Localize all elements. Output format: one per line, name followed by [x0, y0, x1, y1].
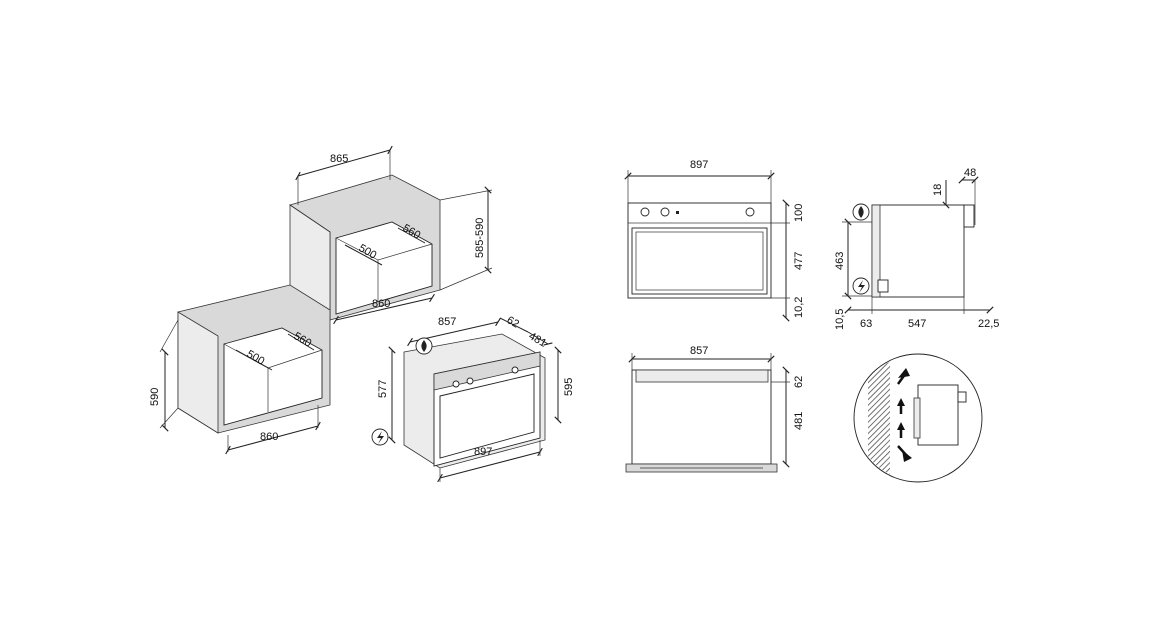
dim-front-width: 897 [690, 159, 708, 171]
dim-side-top-b: 48 [964, 167, 976, 179]
dim-front-panel: 100 [793, 204, 805, 222]
dim-tall-inner-width: 860 [372, 298, 390, 310]
base-cabinet [159, 284, 331, 455]
dim-oven-width: 857 [438, 316, 456, 328]
dim-side-body: 547 [908, 318, 926, 330]
gas-flame-icon [852, 203, 870, 221]
oven-iso [388, 317, 562, 483]
dim-base-height: 590 [149, 388, 161, 406]
dim-tall-width: 865 [330, 153, 348, 165]
dim-front-bottom: 10,2 [793, 297, 805, 318]
dim-tall-height: 585-590 [474, 218, 486, 258]
front-view [624, 170, 790, 322]
dim-side-front: 63 [860, 318, 872, 330]
dim-side-bottom: 10,5 [834, 309, 846, 330]
dim-front-door: 477 [793, 252, 805, 270]
dim-top-front: 62 [793, 376, 805, 388]
dim-side-top-a: 18 [932, 184, 944, 196]
dim-side-back: 22,5 [978, 318, 999, 330]
dim-top-width: 857 [690, 345, 708, 357]
dim-oven-depth-b: 481 [527, 330, 549, 350]
electric-plug-icon [371, 428, 389, 446]
electric-plug-icon [852, 277, 870, 295]
side-view [842, 176, 994, 314]
dim-oven-depth-a: 62 [505, 314, 522, 331]
dim-side-height: 463 [834, 252, 846, 270]
top-view [625, 353, 790, 473]
dim-oven-height: 577 [377, 380, 389, 398]
tall-cabinet [289, 145, 493, 325]
airflow-arrow-icon [896, 368, 912, 462]
gas-flame-icon [415, 337, 433, 355]
dim-top-depth: 481 [793, 412, 805, 430]
dim-oven-front-width: 897 [474, 446, 492, 458]
dim-base-width: 860 [260, 431, 278, 443]
dim-oven-total-height: 595 [563, 378, 575, 396]
ventilation-detail [853, 353, 983, 483]
